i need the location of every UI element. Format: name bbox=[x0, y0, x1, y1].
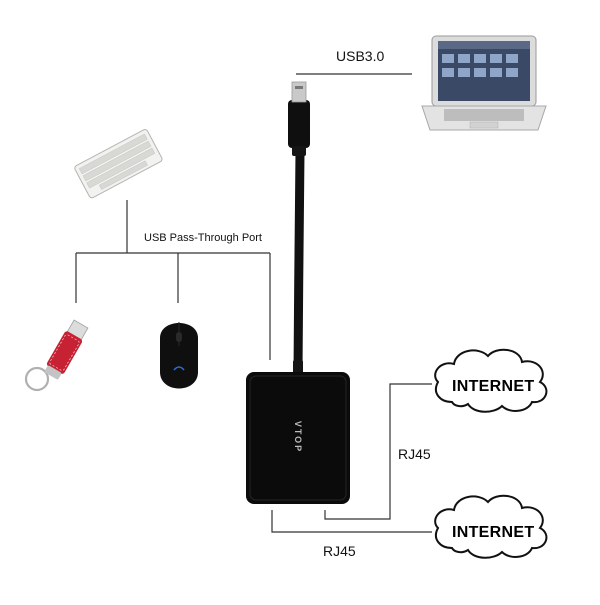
connector-lines bbox=[75, 73, 432, 533]
rj45-label-bottom: RJ45 bbox=[323, 543, 356, 559]
rj45-line-bottom bbox=[271, 510, 432, 533]
adapter-body bbox=[246, 372, 350, 504]
rj45-line-top bbox=[324, 383, 432, 520]
usb30-label: USB3.0 bbox=[336, 48, 385, 64]
usb-cable bbox=[288, 81, 310, 377]
cloud-icon-bottom bbox=[434, 494, 548, 559]
keyboard-icon bbox=[74, 129, 163, 199]
passthrough-label: USB Pass-Through Port bbox=[144, 232, 262, 244]
usb-plug-housing bbox=[288, 100, 310, 148]
internet-label-top: INTERNET bbox=[452, 378, 535, 395]
laptop-icon bbox=[421, 35, 547, 131]
flash-drive-icon bbox=[24, 319, 89, 392]
adapter bbox=[246, 372, 350, 504]
brand-logo: VTOP bbox=[293, 420, 304, 454]
internet-label-bottom: INTERNET bbox=[452, 524, 535, 541]
cloud-icon-top bbox=[434, 348, 548, 413]
usb-plug-metal bbox=[291, 81, 307, 103]
rj45-label-right: RJ45 bbox=[398, 446, 431, 462]
mouse-icon bbox=[160, 322, 198, 389]
